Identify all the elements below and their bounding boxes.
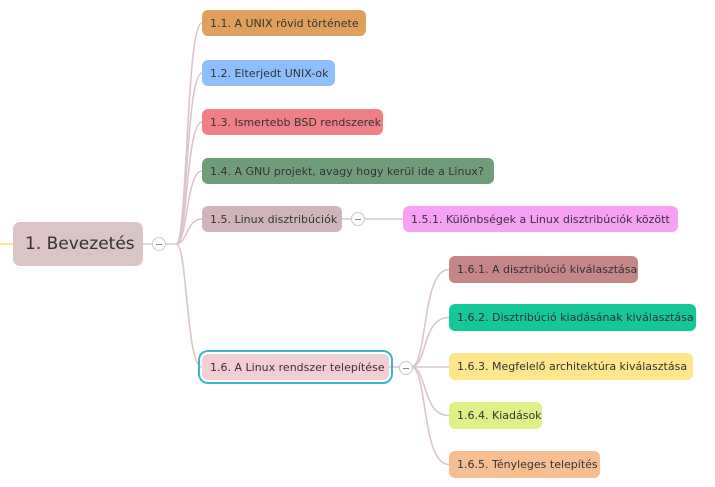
branch-connector	[175, 121, 203, 245]
topic-linux-distributions[interactable]: 1.5. Linux disztribúciók	[202, 206, 342, 232]
subtopic-choose-distribution[interactable]: 1.6.1. A disztribúció kiválasztása	[449, 256, 638, 283]
subtopic-choose-architecture[interactable]: 1.6.3. Megfelelő architektúra kiválasztá…	[449, 353, 693, 380]
subtopic-distribution-differences[interactable]: 1.5.1. Különbségek a Linux disztribúciók…	[403, 206, 678, 232]
root-collapse-toggle[interactable]	[152, 237, 166, 251]
topic-bsd-systems[interactable]: 1.3. Ismertebb BSD rendszerek	[202, 109, 383, 135]
subtopic-label: 1.6.5. Tényleges telepítés	[457, 458, 598, 471]
topic-common-unixes[interactable]: 1.2. Elterjedt UNIX-ok	[202, 60, 335, 86]
topic-unix-history[interactable]: 1.1. A UNIX rövid története	[202, 10, 366, 36]
root-topic[interactable]: 1. Bevezetés	[13, 222, 143, 266]
branch-connector	[175, 218, 203, 245]
subtopic-label: 1.6.3. Megfelelő architektúra kiválasztá…	[457, 360, 688, 373]
topic-label: 1.3. Ismertebb BSD rendszerek	[210, 115, 382, 129]
subtopic-actual-installation[interactable]: 1.6.5. Tényleges telepítés	[449, 451, 600, 478]
subtopic-label: 1.6.2. Disztribúció kiadásának kiválaszt…	[457, 311, 694, 324]
branch-connector	[175, 170, 203, 245]
installation-collapse-toggle[interactable]	[399, 361, 413, 375]
root-topic-label: 1. Bevezetés	[25, 234, 135, 254]
subtopic-choose-release[interactable]: 1.6.2. Disztribúció kiadásának kiválaszt…	[449, 304, 696, 331]
branch-connector	[175, 243, 203, 368]
subtopic-label: 1.5.1. Különbségek a Linux disztribúciók…	[411, 212, 670, 226]
subtopic-releases[interactable]: 1.6.4. Kiadások	[449, 402, 542, 429]
topic-label: 1.2. Elterjedt UNIX-ok	[210, 66, 329, 80]
subtopic-label: 1.6.4. Kiadások	[457, 409, 542, 422]
sub-branch-connector	[410, 366, 450, 466]
distributions-collapse-toggle[interactable]	[351, 212, 365, 226]
topic-label: 1.4. A GNU projekt, avagy hogy kerül ide…	[210, 164, 484, 178]
topic-gnu-project[interactable]: 1.4. A GNU projekt, avagy hogy kerül ide…	[202, 158, 494, 184]
sub-branch-connector	[410, 316, 450, 368]
topic-label: 1.1. A UNIX rövid története	[210, 16, 359, 30]
topic-linux-installation[interactable]: 1.6. A Linux rendszer telepítése	[198, 350, 393, 384]
topic-label: 1.6. A Linux rendszer telepítése	[210, 360, 385, 374]
subtopic-label: 1.6.1. A disztribúció kiválasztása	[457, 263, 638, 276]
topic-label: 1.5. Linux disztribúciók	[210, 212, 338, 226]
sub-branch-connector	[410, 366, 450, 417]
sub-branch-connector	[410, 268, 450, 368]
